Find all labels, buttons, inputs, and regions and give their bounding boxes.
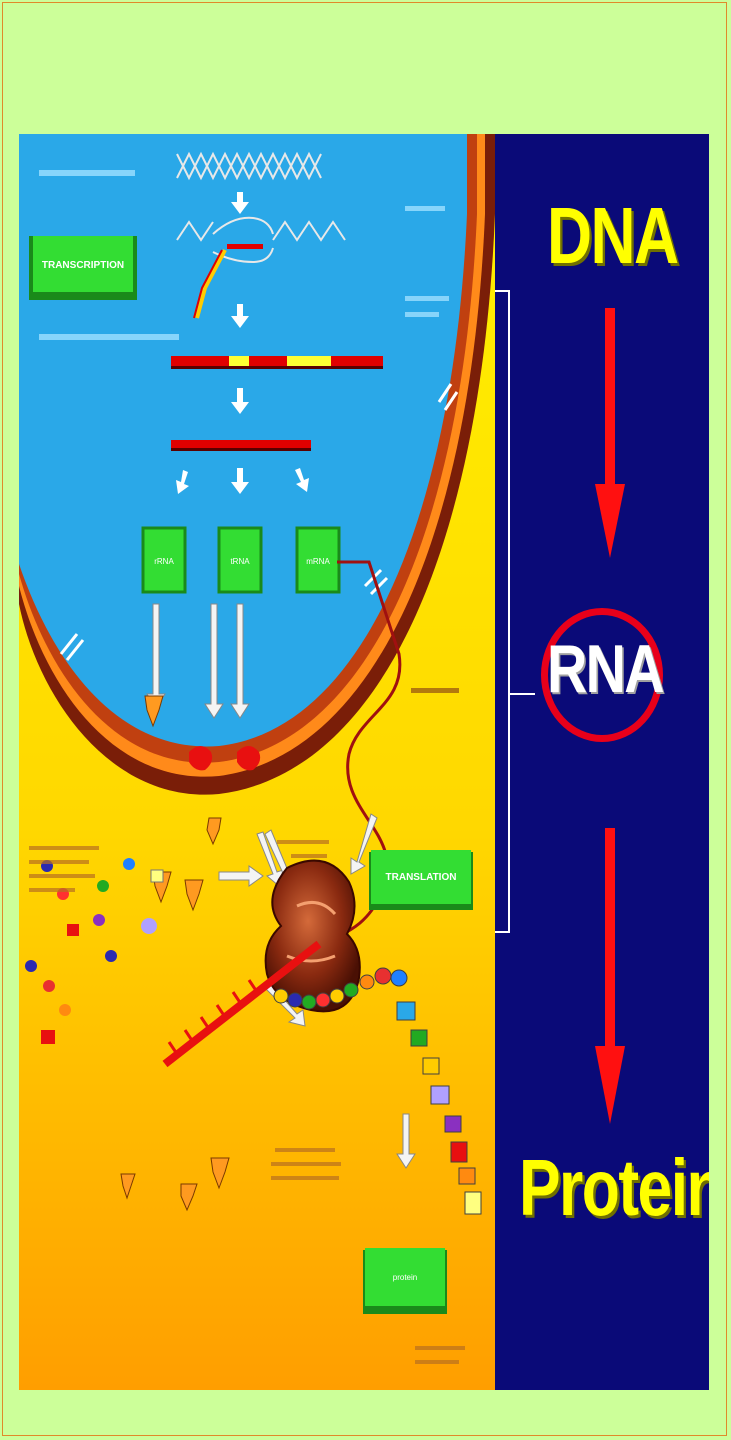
cell-diagram: TRANSCRIPTION rRNA tRNA mRNA <box>19 134 495 1390</box>
rrna-label: rRNA <box>154 557 174 566</box>
figure: TRANSCRIPTION rRNA tRNA mRNA <box>19 134 709 1390</box>
translation-label: TRANSLATION <box>386 872 457 883</box>
trna-label: tRNA <box>230 557 250 566</box>
dna-label: DNA <box>547 190 678 282</box>
protein-box-label: protein <box>393 1273 417 1282</box>
protein-box: protein <box>363 1248 447 1314</box>
dna-to-rna-arrow <box>595 308 625 558</box>
transcription-box: TRANSCRIPTION <box>29 236 137 300</box>
processed-rna-strand <box>171 440 311 451</box>
pre-rna-strand <box>171 356 383 369</box>
rna-label: RNA <box>547 630 663 708</box>
central-dogma-panel: DNA RNA Protein <box>495 134 709 1390</box>
protein-label: Protein <box>519 1142 709 1234</box>
mrna-box: mRNA <box>297 528 339 592</box>
mrna-label: mRNA <box>306 557 330 566</box>
rna-to-protein-arrow <box>595 828 625 1124</box>
trna-box: tRNA <box>219 528 261 592</box>
transcription-label: TRANSCRIPTION <box>42 260 124 271</box>
bracket <box>495 291 535 932</box>
rrna-box: rRNA <box>143 528 185 592</box>
translation-box: TRANSLATION <box>369 850 473 910</box>
